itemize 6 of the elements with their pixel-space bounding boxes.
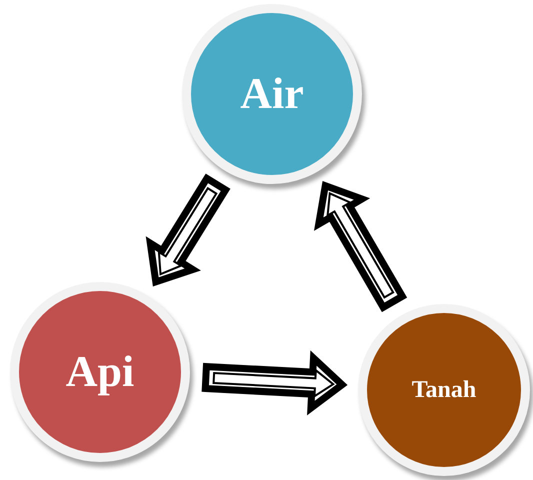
block-arrow <box>314 180 408 312</box>
node-label: Tanah <box>412 376 476 405</box>
node-label: Api <box>66 346 134 398</box>
block-arrow <box>202 350 348 416</box>
node-label: Air <box>240 68 304 120</box>
block-arrow <box>146 174 230 287</box>
